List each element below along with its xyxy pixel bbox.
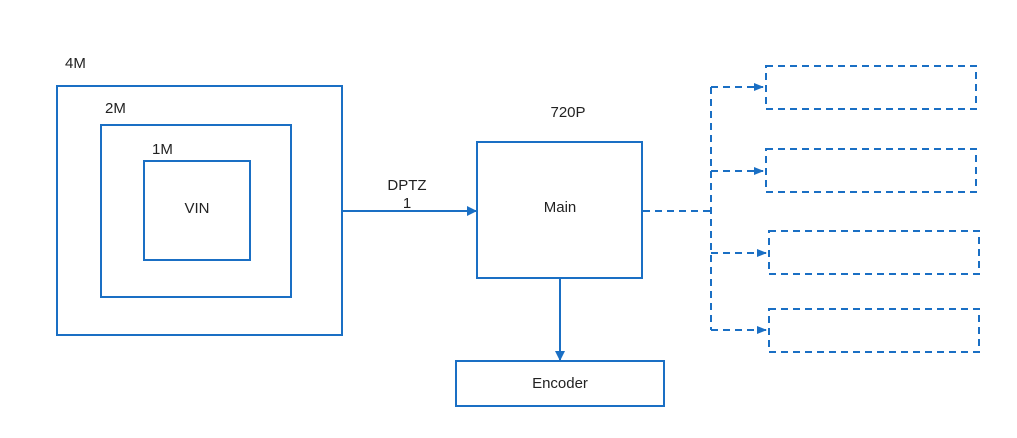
output-box-4: [768, 308, 980, 353]
label-1m: 1M: [152, 141, 173, 158]
frame-1m-vin: [143, 160, 251, 261]
label-encoder: Encoder: [532, 375, 588, 392]
label-dptz: DPTZ: [387, 177, 427, 194]
label-vin: VIN: [184, 200, 210, 217]
output-box-2: [765, 148, 977, 193]
label-dptz-index: 1: [402, 195, 412, 212]
label-720p: 720P: [550, 104, 586, 121]
encoder-box: [455, 360, 665, 407]
output-box-3: [768, 230, 980, 275]
frame-2m: [100, 124, 292, 298]
label-2m: 2M: [105, 100, 126, 117]
label-main: Main: [543, 199, 577, 216]
label-4m: 4M: [65, 55, 86, 72]
output-box-1: [765, 65, 977, 110]
